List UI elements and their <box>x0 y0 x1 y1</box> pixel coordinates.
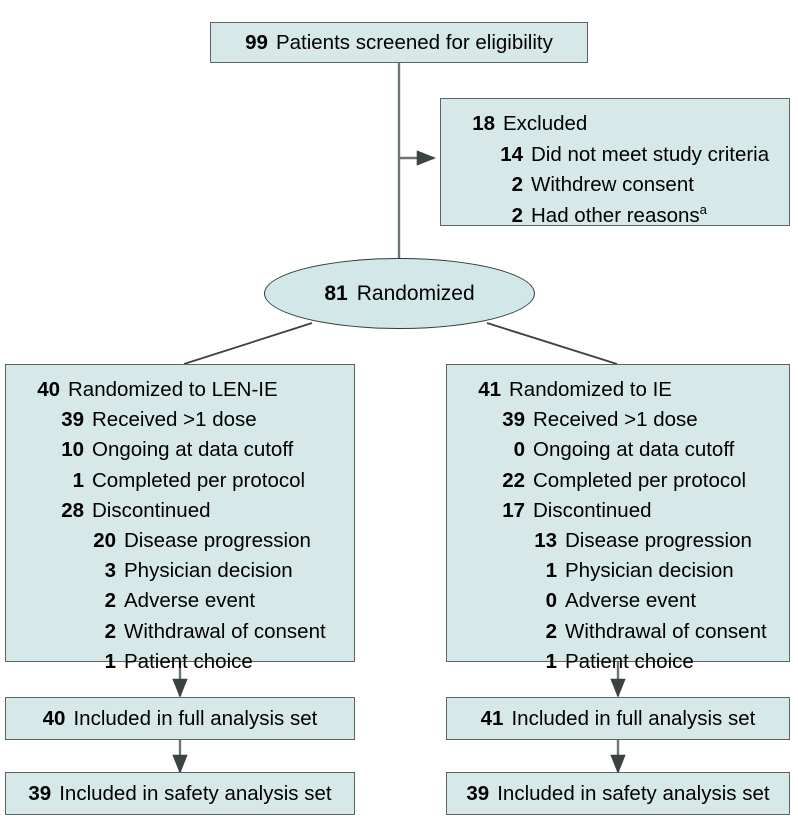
arm-item-count: 39 <box>61 408 84 432</box>
node-right-arm: 41 Randomized to IE 39 Received >1 dose … <box>446 364 790 673</box>
excluded-reason-row: 14 Did not meet study criteria <box>441 140 789 171</box>
full-analysis-label: Included in full analysis set <box>73 706 318 730</box>
arm-item-count: 28 <box>61 498 84 522</box>
arm-header-row: 41 Randomized to IE <box>447 375 789 405</box>
arm-item-count: 0 <box>513 438 525 462</box>
node-left-safety-analysis: 39 Included in safety analysis set <box>5 772 355 815</box>
excluded-reason-label: Withdrew consent <box>531 173 694 196</box>
excluded-label: Excluded <box>503 112 588 135</box>
arm-reason-count: 1 <box>545 649 557 673</box>
arm-reason-label: Adverse event <box>565 589 697 613</box>
arm-reason-label: Disease progression <box>565 529 752 553</box>
arm-reason-count: 1 <box>104 649 116 673</box>
excluded-count: 18 <box>472 112 495 135</box>
arm-item-row: 10 Ongoing at data cutoff <box>6 435 354 465</box>
arm-reason-label: Withdrawal of consent <box>124 619 326 643</box>
arm-reason-row: 1 Patient choice <box>6 647 354 677</box>
arm-reason-row: 2 Withdrawal of consent <box>447 617 789 647</box>
arm-header-row: 40 Randomized to LEN-IE <box>6 375 354 405</box>
arm-item-row: 39 Received >1 dose <box>447 405 789 435</box>
footnote-marker: a <box>699 201 707 217</box>
arm-reason-count: 2 <box>545 619 557 643</box>
arm-reason-count: 13 <box>534 529 557 553</box>
randomized-count: 81 <box>324 281 348 305</box>
safety-analysis-label: Included in safety analysis set <box>59 781 332 805</box>
arm-item-row: 0 Ongoing at data cutoff <box>447 435 789 465</box>
node-left-arm: 40 Randomized to LEN-IE 39 Received >1 d… <box>5 364 355 673</box>
excluded-reason-count: 2 <box>511 173 523 196</box>
safety-analysis-count: 39 <box>466 781 490 805</box>
full-analysis-count: 40 <box>42 706 66 730</box>
arm-item-row: 17 Discontinued <box>447 496 789 526</box>
node-right-safety-analysis: 39 Included in safety analysis set <box>446 772 790 815</box>
arm-item-label: Completed per protocol <box>533 468 747 492</box>
arm-item-count: 22 <box>502 468 525 492</box>
arm-header-label: Randomized to IE <box>509 378 672 401</box>
arm-item-label: Ongoing at data cutoff <box>92 438 294 462</box>
excluded-header-row: 18 Excluded <box>441 109 789 140</box>
excluded-reason-row: 2 Had other reasonsa <box>441 201 789 232</box>
arm-item-row: 22 Completed per protocol <box>447 466 789 496</box>
node-randomized: 81 Randomized <box>264 258 535 329</box>
arm-item-label: Discontinued <box>92 498 211 522</box>
arm-reason-label: Physician decision <box>565 559 734 583</box>
screened-count: 99 <box>245 30 268 54</box>
node-right-full-analysis: 41 Included in full analysis set <box>446 697 790 740</box>
arm-reason-label: Physician decision <box>124 559 293 583</box>
node-left-full-analysis: 40 Included in full analysis set <box>5 697 355 740</box>
arm-reason-count: 3 <box>104 559 116 583</box>
arm-item-label: Received >1 dose <box>533 408 698 432</box>
arm-reason-row: 1 Physician decision <box>447 556 789 586</box>
arm-reason-label: Patient choice <box>124 649 253 673</box>
excluded-reason-row: 2 Withdrew consent <box>441 170 789 201</box>
excluded-reason-count: 14 <box>500 142 523 166</box>
arm-reason-row: 2 Adverse event <box>6 586 354 616</box>
arm-reason-label: Withdrawal of consent <box>565 619 767 643</box>
arm-reason-row: 0 Adverse event <box>447 586 789 616</box>
excluded-reason-label: Did not meet study criteria <box>531 142 770 166</box>
arm-reason-label: Adverse event <box>124 589 256 613</box>
node-screened: 99 Patients screened for eligibility <box>210 22 588 63</box>
randomized-label: Randomized <box>356 281 475 305</box>
arm-item-label: Ongoing at data cutoff <box>533 438 735 462</box>
arm-reason-row: 20 Disease progression <box>6 526 354 556</box>
safety-analysis-label: Included in safety analysis set <box>497 781 770 805</box>
arm-item-count: 1 <box>72 468 84 492</box>
arm-item-row: 39 Received >1 dose <box>6 405 354 435</box>
arm-item-row: 28 Discontinued <box>6 496 354 526</box>
node-excluded: 18 Excluded 14 Did not meet study criter… <box>440 98 790 227</box>
arm-reason-row: 2 Withdrawal of consent <box>6 617 354 647</box>
excluded-reason-label: Had other reasonsa <box>531 201 707 227</box>
arm-item-label: Discontinued <box>533 498 652 522</box>
screened-label: Patients screened for eligibility <box>275 30 553 54</box>
arm-reason-count: 2 <box>104 589 116 613</box>
safety-analysis-count: 39 <box>28 781 52 805</box>
arm-item-row: 1 Completed per protocol <box>6 466 354 496</box>
arm-item-label: Received >1 dose <box>92 408 257 432</box>
randomized-content: 81 Randomized <box>265 259 534 328</box>
arm-item-count: 17 <box>502 498 525 522</box>
arm-reason-row: 13 Disease progression <box>447 526 789 556</box>
arm-reason-count: 20 <box>93 529 116 553</box>
arm-reason-label: Disease progression <box>124 529 311 553</box>
full-analysis-label: Included in full analysis set <box>511 706 756 730</box>
arm-reason-label: Patient choice <box>565 649 694 673</box>
arm-reason-row: 1 Patient choice <box>447 647 789 677</box>
arm-reason-count: 0 <box>545 589 557 613</box>
arm-header-count: 41 <box>478 378 501 401</box>
arm-reason-count: 2 <box>104 619 116 643</box>
arm-item-label: Completed per protocol <box>92 468 306 492</box>
arm-header-label: Randomized to LEN-IE <box>68 378 278 401</box>
full-analysis-count: 41 <box>480 706 504 730</box>
excluded-reason-count: 2 <box>511 203 523 227</box>
arm-header-count: 40 <box>37 378 60 401</box>
arm-reason-row: 3 Physician decision <box>6 556 354 586</box>
arm-item-count: 39 <box>502 408 525 432</box>
arm-reason-count: 1 <box>545 559 557 583</box>
arm-item-count: 10 <box>61 438 84 462</box>
